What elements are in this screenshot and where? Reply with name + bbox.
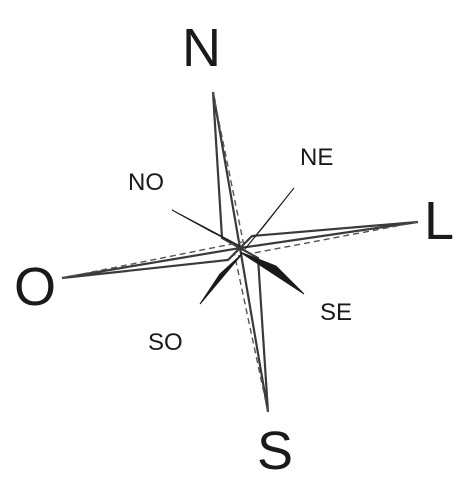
southeast-label: SE	[320, 299, 352, 326]
south-ray	[234, 248, 268, 412]
northeast-label: NE	[300, 144, 333, 171]
north-ray	[213, 92, 244, 248]
southwest-label: SO	[148, 329, 183, 356]
south-label: S	[257, 421, 293, 480]
west-ray	[62, 242, 242, 278]
west-label: O	[14, 257, 56, 317]
east-label: L	[424, 191, 454, 251]
northwest-label: NO	[128, 169, 164, 196]
north-label: N	[182, 18, 221, 78]
east-ray	[238, 222, 418, 256]
